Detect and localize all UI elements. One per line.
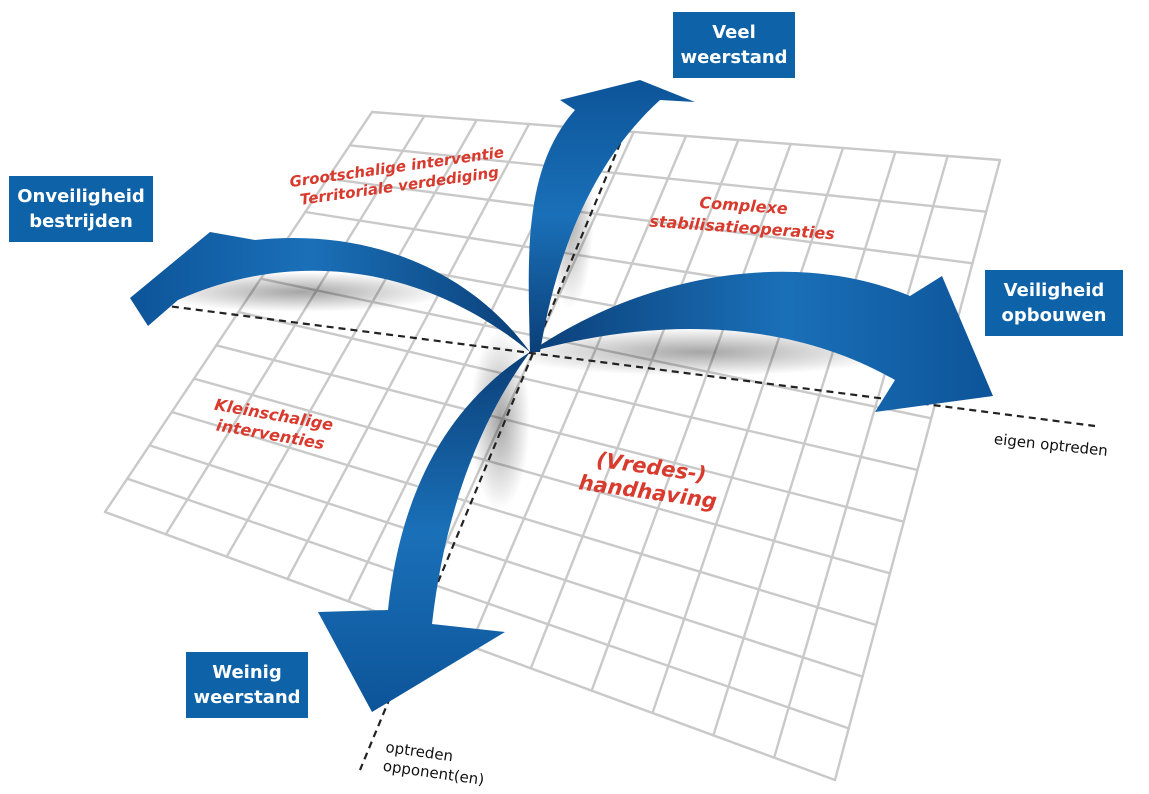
axis-lines [159,109,1096,771]
grid-line [126,477,850,730]
grid-line [772,154,949,759]
veiligheid-opbouwen-line-2: opbouwen [1001,305,1107,326]
arrow-up-veel-weerstand [528,80,695,352]
arrow-down-weinig-weerstand [318,352,530,712]
veiligheid-opbouwen-line-1: Veiligheid [1003,280,1105,301]
onveiligheid-bestrijden-line-1: Onveiligheid [17,186,145,207]
arrow-right-veiligheid-opbouwen [530,271,993,412]
weinig-weerstand-line-1: Weinig [212,662,282,683]
onveiligheid-bestrijden-box: Onveiligheid bestrijden [9,176,153,242]
grid-line [833,158,1002,782]
horizontal-axis-line [159,303,1096,428]
grid-line [192,377,892,575]
grid-line [148,444,864,678]
veel-weerstand-line-1: Veel [712,22,756,43]
weinig-weerstand-box: Weinig weerstand [186,652,308,718]
veiligheid-opbouwen-box: Veiligheid opbouwen [985,270,1123,336]
arrows [130,80,993,712]
veel-weerstand-box: Veel weerstand [673,12,795,78]
onveiligheid-bestrijden-line-2: bestrijden [29,211,133,232]
arrow-left-onveiligheid-bestrijden [130,232,530,352]
weinig-weerstand-line-2: weerstand [193,687,301,708]
veel-weerstand-line-2: weerstand [680,47,788,68]
